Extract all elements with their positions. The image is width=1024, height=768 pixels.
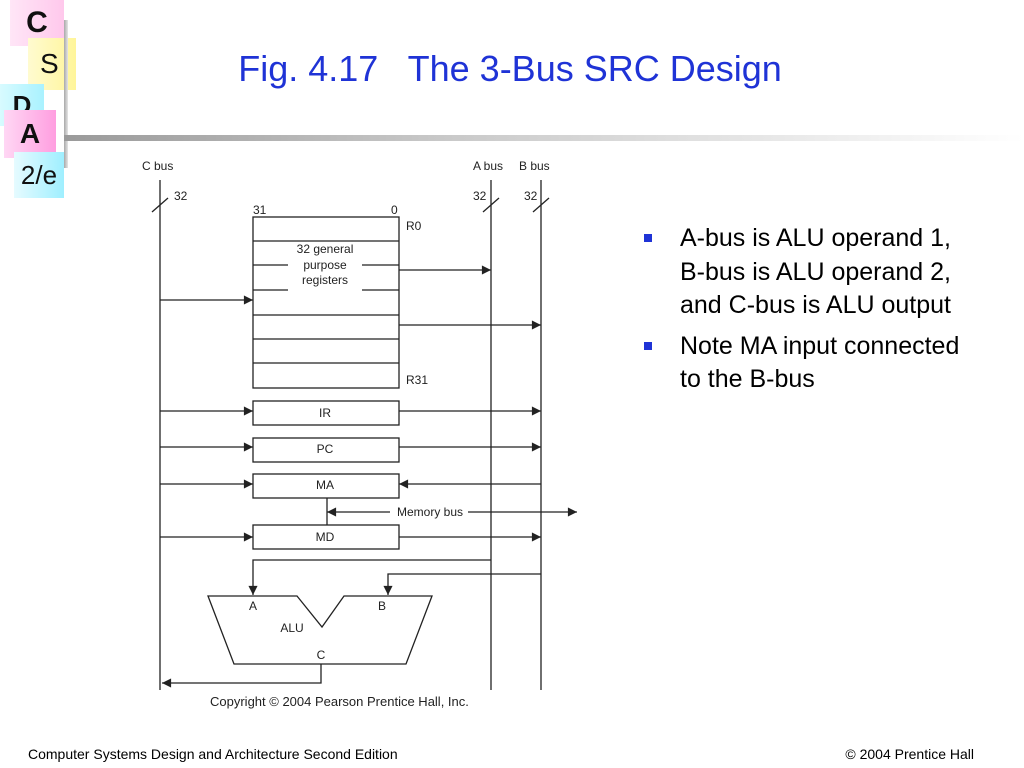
logo-text: C [26, 6, 48, 39]
md-label: MD [316, 530, 335, 544]
logo-text: 2/e [20, 159, 58, 190]
three-bus-diagram: C bus A bus B bus 32 32 32 31 0 R0 R31 3… [142, 159, 577, 709]
bit-low-label: 0 [391, 203, 398, 217]
r31-label: R31 [406, 373, 428, 387]
b-bus-to-alu [383, 573, 541, 595]
alu-shape [207, 595, 433, 665]
a-bus-to-alu [248, 559, 491, 595]
bullet-list: A-bus is ALU operand 1, B-bus is ALU ope… [640, 222, 980, 404]
register-file [252, 216, 400, 389]
gpr-line-1: 32 general [297, 242, 354, 256]
alu-output-c-label: C [317, 648, 326, 662]
c-bus-label: C bus [142, 159, 173, 173]
gpr-line-3: registers [302, 273, 348, 287]
b-bus-width: 32 [524, 189, 538, 203]
copyright-caption: Copyright © 2004 Pearson Prentice Hall, … [210, 694, 469, 709]
bullet-square-icon [644, 341, 652, 350]
slide-title: Fig. 4.17 The 3-Bus SRC Design [238, 48, 782, 89]
alu-to-c-bus [162, 664, 322, 688]
alu-label: ALU [280, 621, 303, 635]
a-bus-width: 32 [473, 189, 487, 203]
vertical-divider [64, 20, 68, 168]
gpr-line-2: purpose [303, 258, 347, 272]
logo-letter-s: S [28, 38, 76, 90]
ir-register [252, 400, 400, 426]
bullet-square-icon [644, 234, 652, 242]
bullet-item: A-bus is ALU operand 1, B-bus is ALU ope… [640, 222, 980, 323]
title-underline [64, 135, 1024, 141]
pc-register [252, 437, 400, 463]
memory-bus-label: Memory bus [397, 505, 463, 519]
footer-book-title: Computer Systems Design and Architecture… [28, 746, 398, 762]
a-bus-label: A bus [473, 159, 503, 173]
logo-text: A [19, 118, 41, 149]
ma-label: MA [316, 478, 334, 492]
bit-high-label: 31 [253, 203, 267, 217]
b-bus-slash [532, 197, 550, 213]
c-bus-slash [151, 197, 169, 213]
alu-input-b-label: B [378, 599, 386, 613]
pc-label: PC [317, 442, 334, 456]
c-bus-width: 32 [174, 189, 188, 203]
a-bus-slash [482, 197, 500, 213]
logo-letter-a: A [4, 110, 56, 158]
footer-copyright: © 2004 Prentice Hall [845, 746, 974, 762]
r0-label: R0 [406, 219, 422, 233]
logo-edition: 2/e [14, 152, 64, 198]
bullet-item: Note MA input connected to the B-bus [640, 330, 980, 397]
bullet-text: Note MA input connected to the B-bus [680, 331, 960, 394]
bullet-text: A-bus is ALU operand 1, B-bus is ALU ope… [680, 224, 951, 319]
logo-text: S [40, 48, 59, 79]
ir-label: IR [319, 406, 331, 420]
b-bus-label: B bus [519, 159, 550, 173]
alu-input-a-label: A [249, 599, 257, 613]
